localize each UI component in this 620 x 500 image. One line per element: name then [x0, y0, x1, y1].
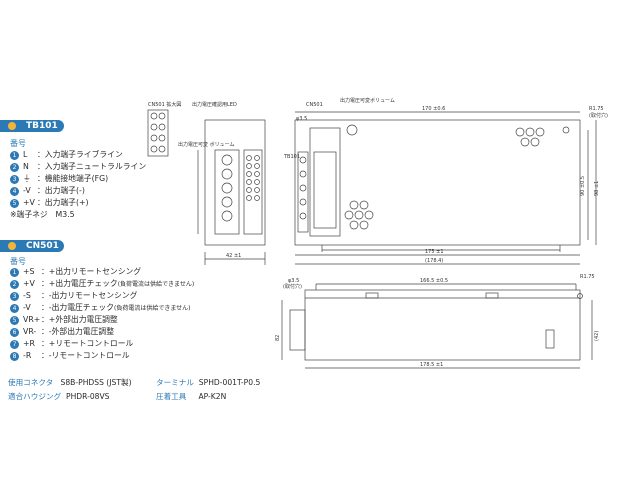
cn501-enlarged-label: CN501 拡大図	[148, 101, 181, 108]
cn501-subheader: 番号	[10, 257, 26, 266]
dim-42: 42 ±1	[226, 253, 241, 259]
number-badge: 2	[10, 162, 19, 172]
mounting-hole-note-top: (取付穴)	[589, 112, 608, 119]
list-item: 1+S：+出力リモートセンシング	[10, 266, 141, 277]
dim-175: 175 ±1	[425, 249, 444, 255]
connector-spec: 使用コネクタ S8B-PHDSS (JST製)	[8, 378, 132, 387]
number-badge: 3	[10, 174, 19, 184]
ground-icon: ⏚	[23, 174, 31, 183]
number-badge: 4	[10, 303, 19, 313]
tb101-header: TB101	[0, 120, 64, 132]
dim-166-5: 166.5 ±0.5	[420, 278, 448, 284]
number-badge: 7	[10, 339, 19, 349]
trim-volume-label: 出力電圧可変 ボリューム	[178, 141, 234, 148]
dim-90: 90 ±0.5	[580, 176, 586, 196]
top-view	[294, 111, 597, 265]
cn501-header: CN501	[0, 240, 64, 252]
number-badge: 5	[10, 198, 19, 208]
list-item: 7+R：+リモートコントロール	[10, 338, 133, 349]
cn501-enlarged-view	[147, 109, 169, 157]
cn501-top-label: CN501	[306, 102, 323, 108]
dim-r1-75-side: R1.75	[580, 274, 595, 280]
mounting-hole-note-side: (取付穴)	[283, 283, 302, 290]
tb101-header-text: TB101	[26, 121, 58, 131]
dim-r1-75-top: R1.75	[589, 106, 604, 112]
header-dot-icon	[8, 122, 16, 130]
terminal-screw-note: ※端子ネジ M3.5	[10, 210, 75, 219]
number-badge: 1	[10, 267, 19, 277]
number-badge: 6	[10, 327, 19, 337]
side-view	[281, 283, 593, 369]
led-label: 出力電圧確認用LED	[192, 101, 237, 108]
dim-98: 98 ±1	[594, 181, 600, 196]
list-item: 4-V：出力端子(-)	[10, 185, 85, 196]
dim-42-side: (42)	[594, 331, 600, 341]
header-dot-icon	[8, 242, 16, 250]
dim-phi-3-5-side: φ3.5	[288, 278, 299, 284]
tool-spec: 圧着工具 AP-K2N	[156, 392, 227, 401]
tb101-drawing-label: TB101	[283, 154, 300, 160]
housing-spec: 適合ハウジング PHDR-08VS	[8, 392, 110, 401]
number-badge: 1	[10, 150, 19, 160]
number-badge: 8	[10, 351, 19, 361]
dim-170: 170 ±0.6	[422, 106, 445, 112]
number-badge: 5	[10, 315, 19, 325]
dim-phi-3-5-top: φ3.5	[296, 116, 307, 122]
list-item: 8-R：-リモートコントロール	[10, 350, 130, 361]
vr-label: 出力電圧可変ボリューム	[340, 97, 395, 104]
cn501-header-text: CN501	[26, 241, 59, 251]
dim-178-4: (178.4)	[425, 258, 443, 264]
list-item: 2+V：+出力電圧チェック(負荷電流は供給できません)	[10, 278, 194, 289]
list-item: 4-V：-出力電圧チェック(負荷電流は供給できません)	[10, 302, 191, 313]
front-view	[197, 119, 266, 265]
list-item: 3-S：-出力リモートセンシング	[10, 290, 137, 301]
terminal-spec: ターミナル SPHD-001T-P0.5	[156, 378, 261, 387]
tb101-subheader: 番号	[10, 139, 26, 148]
number-badge: 3	[10, 291, 19, 301]
dim-178-5: 178.5 ±1	[420, 362, 443, 368]
list-item: 3⏚：機能接地端子(FG)	[10, 173, 108, 184]
number-badge: 2	[10, 279, 19, 289]
dim-82: 82	[275, 335, 281, 341]
list-item: 5+V：出力端子(+)	[10, 197, 89, 208]
number-badge: 4	[10, 186, 19, 196]
